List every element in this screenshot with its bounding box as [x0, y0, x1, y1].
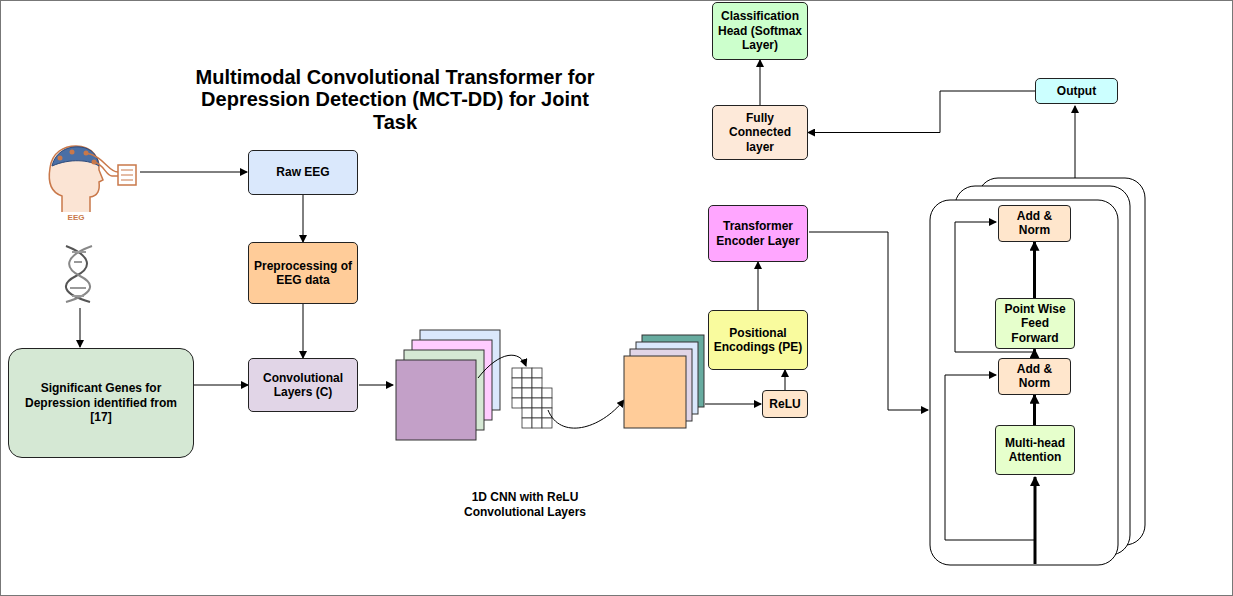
box-text: Raw EEG — [276, 165, 329, 179]
box-text: Transformer Encoder Layer — [713, 219, 803, 248]
input-arrow — [359, 385, 393, 386]
connector-arrow — [194, 385, 248, 386]
connector-arrow — [758, 262, 759, 310]
process-box: Classification Head (Softmax Layer) — [712, 2, 808, 60]
kernel-grid — [512, 368, 552, 428]
input-arrow — [80, 308, 81, 347]
process-box: Add & Norm — [998, 358, 1071, 395]
box-text: Positional Encodings (PE) — [713, 326, 803, 355]
box-text: Output — [1057, 84, 1096, 98]
figure-note: 1D CNN with ReLU Convolutional Layers — [455, 490, 595, 520]
diagram-title: Multimodal Convolutional Transformer for… — [180, 66, 610, 133]
connector-arrow — [785, 370, 786, 390]
feature-maps — [396, 330, 500, 440]
eeg-head-icon — [49, 146, 136, 212]
box-text: Classification Head (Softmax Layer) — [717, 9, 803, 52]
input-arrow — [705, 404, 761, 405]
encoder-stack — [930, 178, 1145, 565]
process-box: Add & Norm — [998, 205, 1071, 242]
input-arrow — [140, 172, 247, 173]
box-text: Point Wise Feed Forward — [1000, 302, 1070, 345]
connector-arrow — [760, 60, 761, 105]
process-box: Significant Genes for Depression identif… — [8, 348, 194, 458]
icon-caption: EEG — [58, 213, 94, 223]
process-box: Raw EEG — [248, 150, 358, 195]
connector-arrow — [303, 195, 304, 242]
box-text: Preprocessing of EEG data — [253, 259, 353, 288]
process-box: Fully Connected layer — [712, 105, 808, 160]
box-text: ReLU — [769, 397, 800, 411]
connector-arrow — [808, 91, 1035, 133]
process-box: Convolutional Layers (C) — [248, 358, 358, 412]
connector-arrow — [303, 304, 304, 358]
process-box: Positional Encodings (PE) — [708, 310, 808, 370]
connector-arrow — [1033, 349, 1036, 358]
input-arrow — [809, 232, 928, 410]
connector-arrow — [1033, 242, 1036, 298]
curved-arrow — [478, 355, 526, 378]
dna-icon — [66, 246, 92, 302]
box-text: Convolutional Layers (C) — [253, 371, 353, 400]
box-text: Significant Genes for Depression identif… — [13, 381, 189, 424]
input-arrow — [1034, 477, 1037, 564]
process-box: Transformer Encoder Layer — [708, 205, 808, 262]
box-text: Add & Norm — [1003, 362, 1066, 391]
curved-arrow — [548, 400, 624, 428]
box-text: Fully Connected layer — [717, 111, 803, 154]
process-box: Output — [1035, 78, 1118, 104]
process-box: Preprocessing of EEG data — [248, 242, 358, 304]
output-arrow — [1075, 106, 1076, 178]
connector-arrow — [1033, 395, 1036, 425]
box-text: Add & Norm — [1003, 209, 1066, 238]
process-box: Multi-head Attention — [995, 425, 1075, 475]
process-box: ReLU — [762, 390, 808, 418]
feature-maps — [624, 335, 704, 428]
box-text: Multi-head Attention — [1000, 436, 1070, 465]
process-box: Point Wise Feed Forward — [995, 298, 1075, 349]
